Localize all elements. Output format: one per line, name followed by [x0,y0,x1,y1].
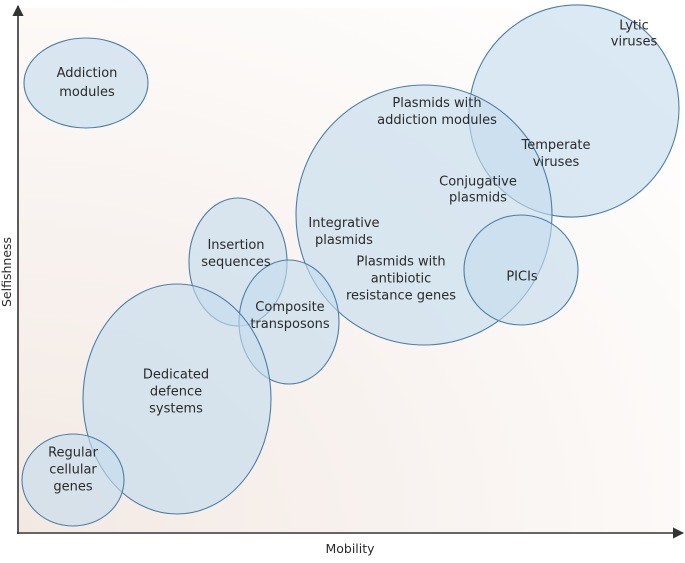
label-lytic-line: Lytic [619,19,649,34]
label-defence-line: defence [150,385,202,400]
label-conjugative-line: plasmids [449,191,507,206]
label-insertion: Insertion sequences [201,238,271,270]
label-plasmids-antibiotic: Plasmids with antibiotic resistance genes [346,255,456,304]
label-temperate: Temperate viruses [520,138,590,170]
label-integrative-line: Integrative [308,216,379,231]
label-conjugative-line: Conjugative [439,175,517,190]
bubble-addiction-modules [23,37,149,129]
label-addiction-line: modules [59,85,115,100]
label-composite: Composite transposons [250,300,330,332]
label-addiction-line: Addiction [57,66,118,81]
label-lytic-line: viruses [611,35,658,50]
x-axis-title: Mobility [325,541,375,556]
label-plasmids-addiction: Plasmids with addiction modules [377,96,497,128]
label-integrative-line: plasmids [315,233,373,248]
label-insertion-line: sequences [201,255,271,270]
label-temperate-line: viruses [533,155,580,170]
label-composite-line: Composite [255,300,324,315]
bubble-picis [463,214,579,326]
bubble-layer [21,4,680,527]
label-defence: Dedicated defence systems [143,368,209,417]
label-regular-line: genes [53,480,92,495]
label-defence-line: Dedicated [143,368,209,383]
label-addiction: Addiction modules [57,66,118,100]
label-composite-line: transposons [250,317,330,332]
label-insertion-line: Insertion [207,238,264,253]
bubble-defence-systems [82,283,272,515]
label-plasmids-antibiotic-line: resistance genes [346,289,456,304]
label-plasmids-antibiotic-line: antibiotic [371,272,432,287]
label-regular: Regular cellular genes [48,446,99,495]
label-defence-line: systems [149,402,203,417]
label-plasmids-addiction-line: addiction modules [377,113,497,128]
label-plasmids-addiction-line: Plasmids with [392,96,481,111]
label-regular-line: Regular [48,446,99,461]
label-temperate-line: Temperate [520,138,590,153]
bubble-regular-genes [21,433,125,527]
label-picis-line: PICIs [506,270,538,285]
label-picis: PICIs [506,270,538,285]
label-plasmids-antibiotic-line: Plasmids with [356,255,445,270]
y-axis-title: Selfishness [0,237,14,307]
label-integrative: Integrative plasmids [308,216,379,248]
label-regular-line: cellular [49,463,97,478]
